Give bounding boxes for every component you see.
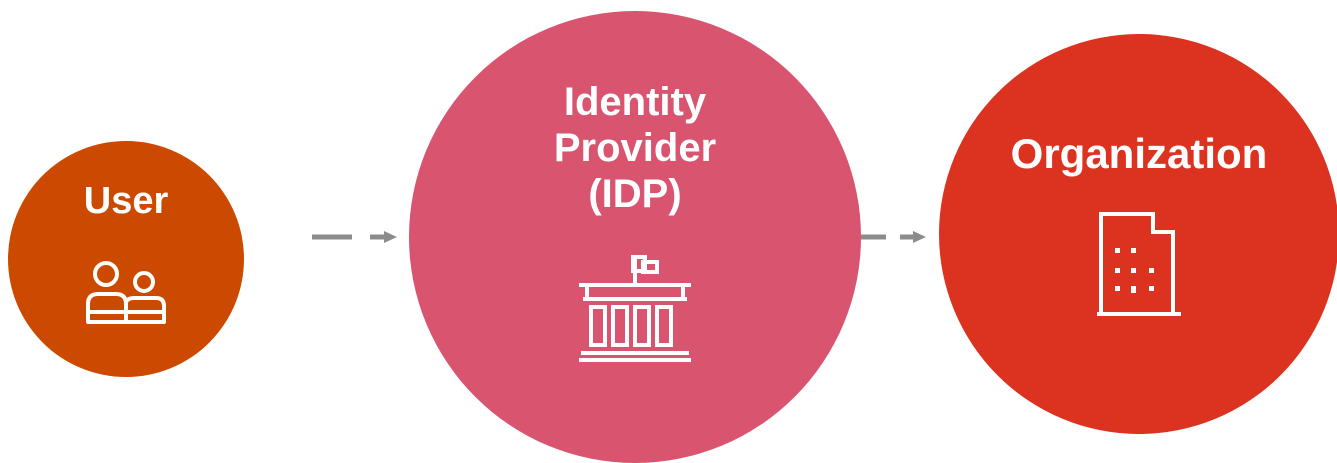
arrowhead bbox=[913, 231, 926, 243]
office-building-icon bbox=[1097, 212, 1181, 317]
organization-label: Organization bbox=[1010, 129, 1268, 177]
users-icon bbox=[86, 260, 166, 324]
organization-node: Organization bbox=[939, 34, 1337, 434]
user-node: User bbox=[8, 141, 244, 377]
arrowhead bbox=[384, 231, 397, 243]
idp-label: Identity Provider (IDP) bbox=[553, 80, 717, 216]
user-label: User bbox=[83, 180, 169, 223]
building-with-flag-icon bbox=[579, 255, 691, 362]
idp-node: Identity Provider (IDP) bbox=[409, 11, 861, 463]
